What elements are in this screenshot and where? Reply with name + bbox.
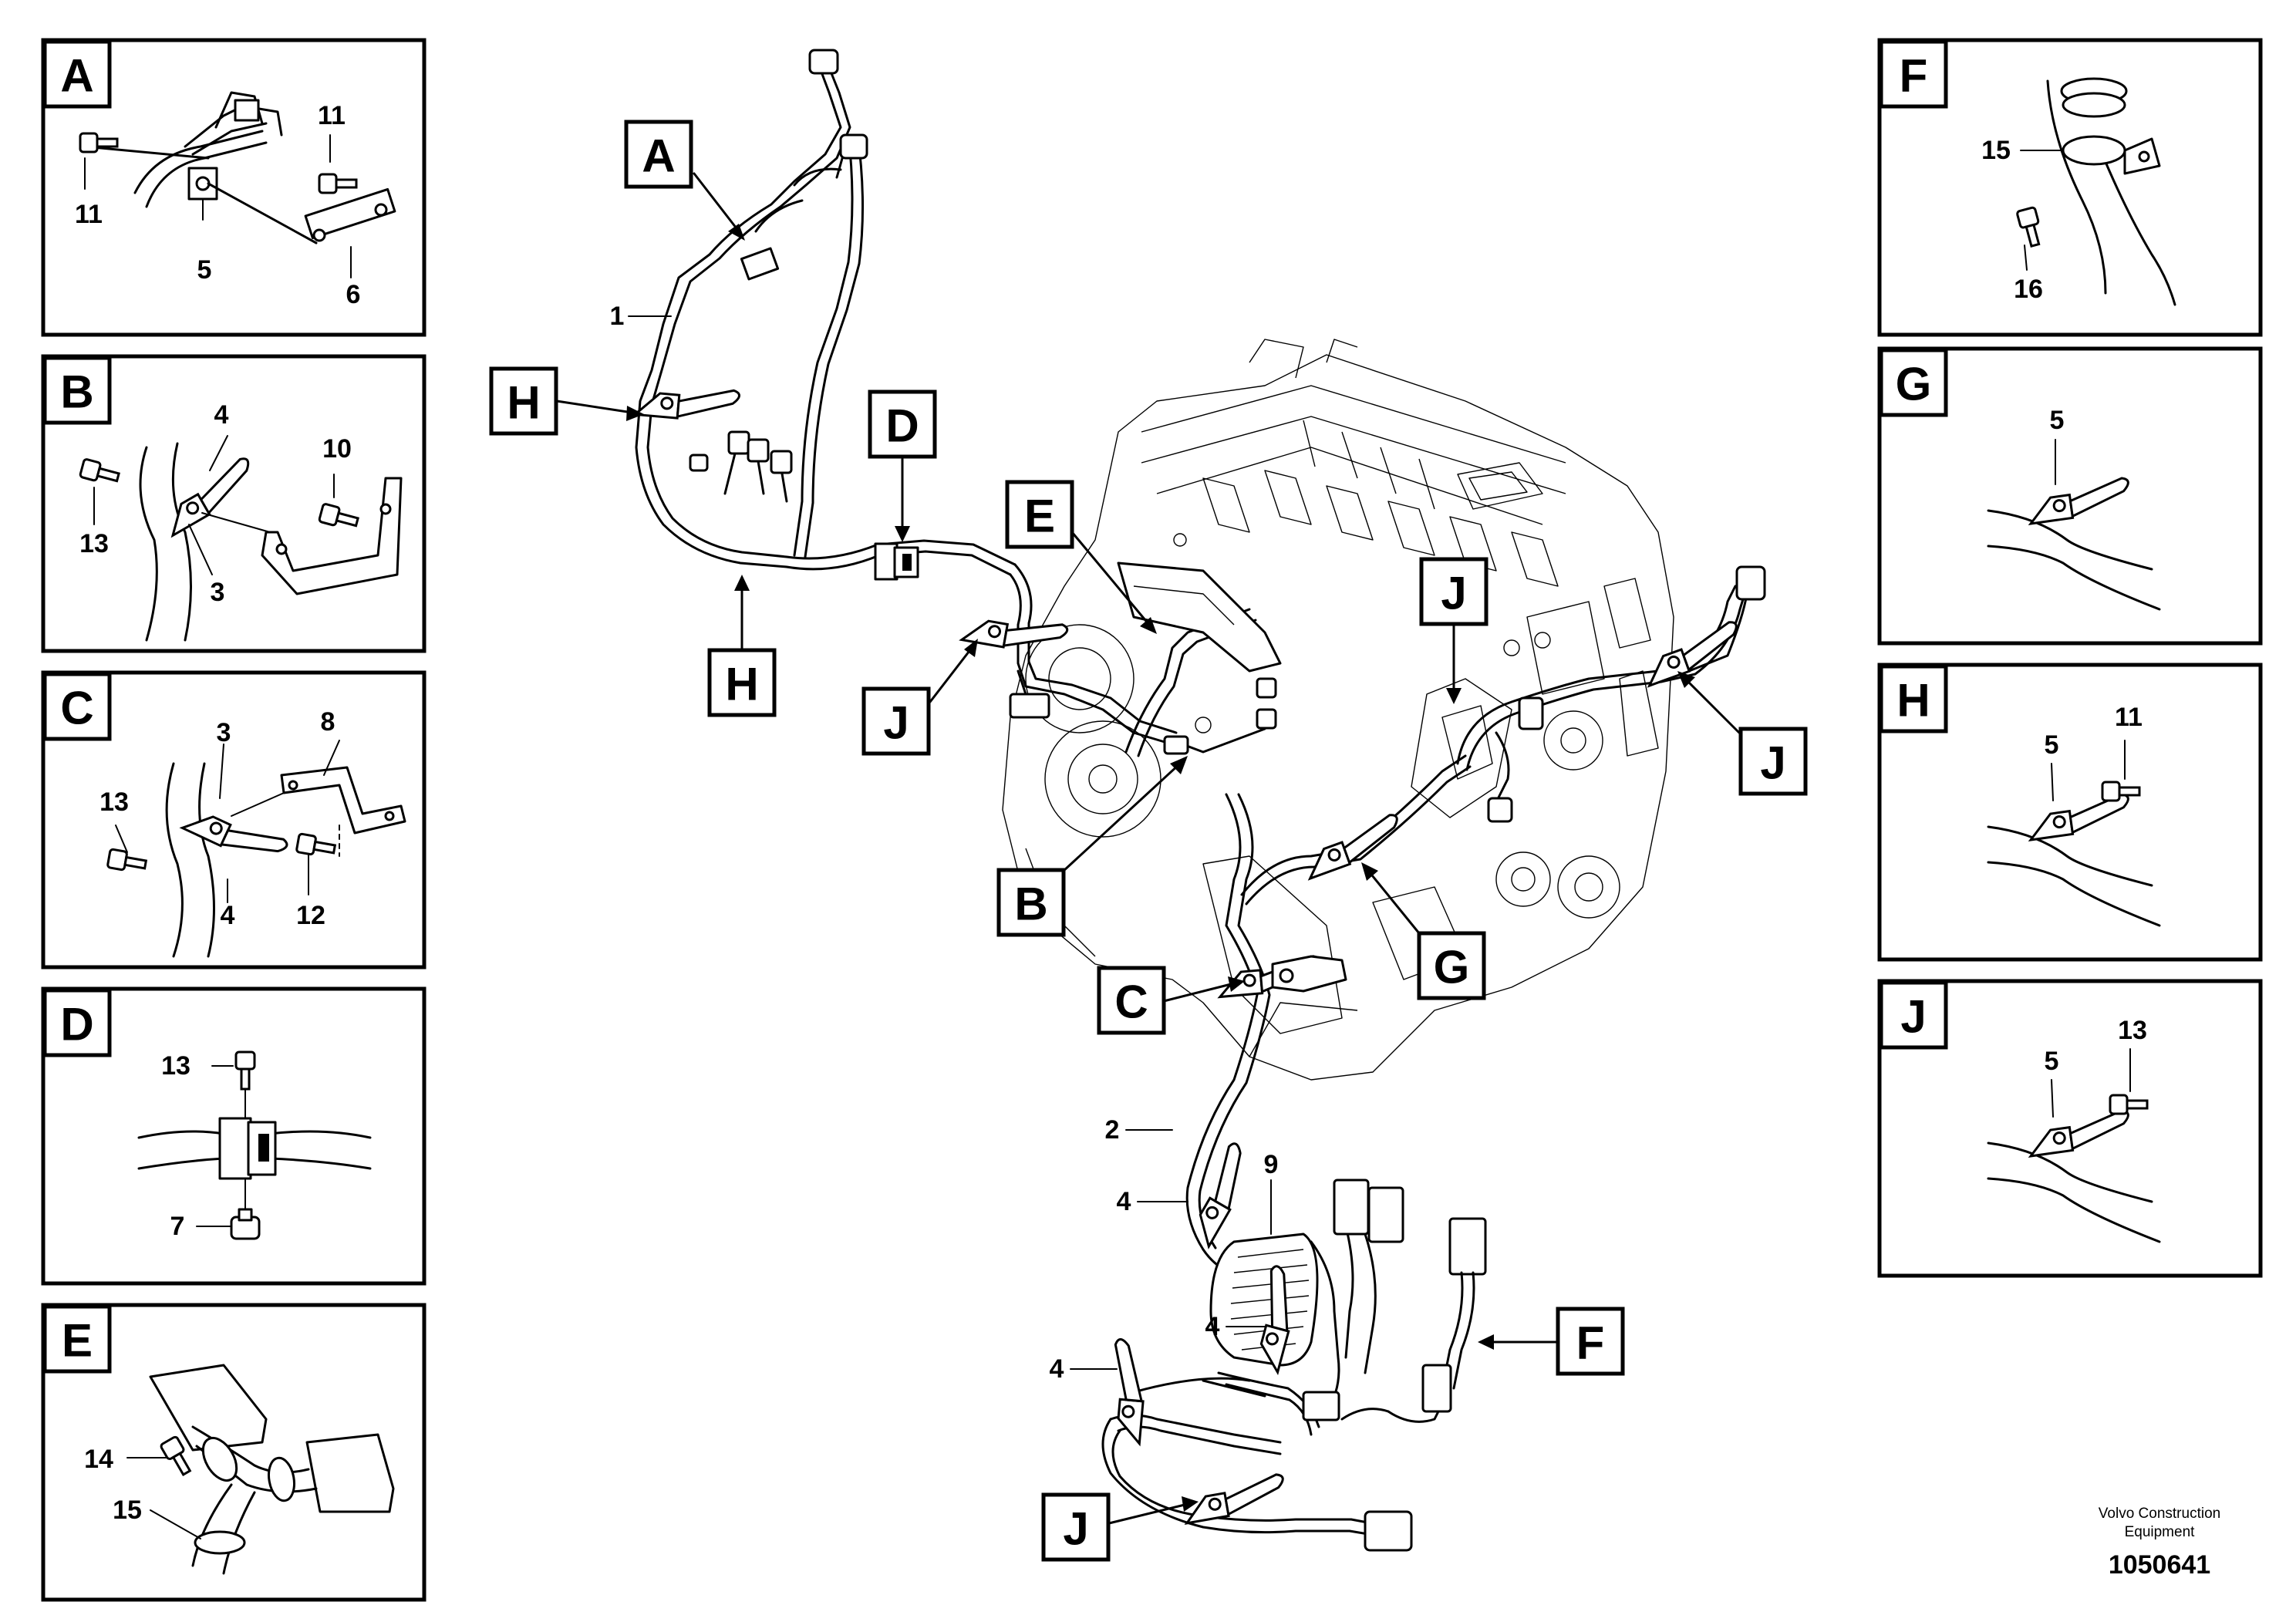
document-number: 1050641 xyxy=(2109,1550,2210,1580)
panel-j-part-13: 13 xyxy=(2118,1016,2147,1045)
panel-b-part-4: 4 xyxy=(214,400,229,430)
panel-a-part-11-right: 11 xyxy=(318,101,346,130)
main-part-4-middle: 4 xyxy=(1205,1312,1220,1341)
callout-j-left: J xyxy=(883,697,909,749)
panel-f-letter: F xyxy=(1900,50,1928,102)
panel-a-part-6: 6 xyxy=(346,280,361,309)
callout-g: G xyxy=(1434,942,1470,993)
detail-panel-e: E 14 15 xyxy=(41,1303,426,1602)
panel-e-part-14: 14 xyxy=(84,1445,113,1474)
main-part-4-lower: 4 xyxy=(1050,1354,1064,1384)
detail-panel-b: B 4 10 13 3 xyxy=(41,354,426,653)
callout-h-lower: H xyxy=(725,659,758,710)
panel-h-part-11: 11 xyxy=(2115,703,2143,732)
panel-b-part-10: 10 xyxy=(322,434,352,464)
detail-panel-c: C 3 8 13 4 12 xyxy=(41,670,426,969)
callout-a: A xyxy=(642,130,675,182)
panel-j-part-5: 5 xyxy=(2045,1047,2059,1076)
main-part-numbers: 1 2 4 4 4 9 xyxy=(610,302,1279,1384)
panel-h-part-5: 5 xyxy=(2045,730,2059,760)
panel-g-letter: G xyxy=(1896,359,1932,410)
main-part-2: 2 xyxy=(1105,1115,1120,1145)
callout-c: C xyxy=(1114,976,1148,1028)
callout-j-bottom: J xyxy=(1063,1503,1088,1555)
callout-e: E xyxy=(1024,491,1055,542)
callout-a-box xyxy=(624,120,693,189)
brand-line-1: Volvo Construction xyxy=(2099,1506,2220,1522)
panel-g-part-5: 5 xyxy=(2050,406,2065,435)
panel-a-letter-box xyxy=(42,39,112,109)
panel-c-part-3: 3 xyxy=(217,718,231,747)
panel-e-letter: E xyxy=(62,1315,93,1367)
panel-f-part-16: 16 xyxy=(2014,275,2043,304)
panel-b-part-13: 13 xyxy=(79,529,109,558)
detail-panel-g: G 5 xyxy=(1877,346,2263,646)
panel-c-part-8: 8 xyxy=(321,707,335,737)
panel-d-part-7: 7 xyxy=(170,1212,185,1241)
main-callouts: A H H D E J J J xyxy=(489,120,1808,1562)
callout-b: B xyxy=(1014,878,1047,930)
panel-d-part-13: 13 xyxy=(161,1051,190,1081)
main-part-1: 1 xyxy=(610,302,625,331)
panel-a-letter: A xyxy=(60,50,93,102)
panel-j-letter: J xyxy=(1900,991,1926,1043)
panel-a-part-11-left: 11 xyxy=(75,200,103,229)
panel-c-part-4: 4 xyxy=(221,901,235,930)
detail-panel-j: J 5 13 xyxy=(1877,979,2263,1278)
callout-j-center: J xyxy=(1441,568,1466,619)
panel-c-letter: C xyxy=(60,683,93,734)
panel-c-part-12: 12 xyxy=(296,901,325,930)
callout-j-right: J xyxy=(1760,737,1785,789)
panel-h-letter: H xyxy=(1896,675,1930,727)
detail-panel-f: F 15 16 xyxy=(1877,38,2263,337)
panel-c-part-13: 13 xyxy=(99,787,129,817)
panel-a-part-5: 5 xyxy=(197,255,212,285)
brand-line-2: Equipment xyxy=(2125,1524,2196,1540)
wiring-harness xyxy=(633,49,1766,1552)
panel-d-letter: D xyxy=(60,999,93,1050)
callout-h-upper: H xyxy=(507,377,540,429)
detail-panel-h: H 5 11 xyxy=(1877,663,2263,962)
callout-f: F xyxy=(1576,1317,1605,1369)
main-part-9: 9 xyxy=(1264,1150,1279,1179)
main-part-4-upper: 4 xyxy=(1117,1187,1131,1216)
callout-d: D xyxy=(885,400,919,452)
detail-panel-d: D 13 7 xyxy=(41,986,426,1286)
footer: Volvo Construction Equipment 1050641 xyxy=(2099,1506,2220,1580)
panel-f-part-15: 15 xyxy=(1981,136,2011,165)
detail-panel-a: A 11 11 5 6 xyxy=(41,38,426,337)
panel-b-letter: B xyxy=(60,366,93,418)
panel-e-part-15: 15 xyxy=(113,1496,142,1525)
panel-b-part-3: 3 xyxy=(211,578,225,607)
